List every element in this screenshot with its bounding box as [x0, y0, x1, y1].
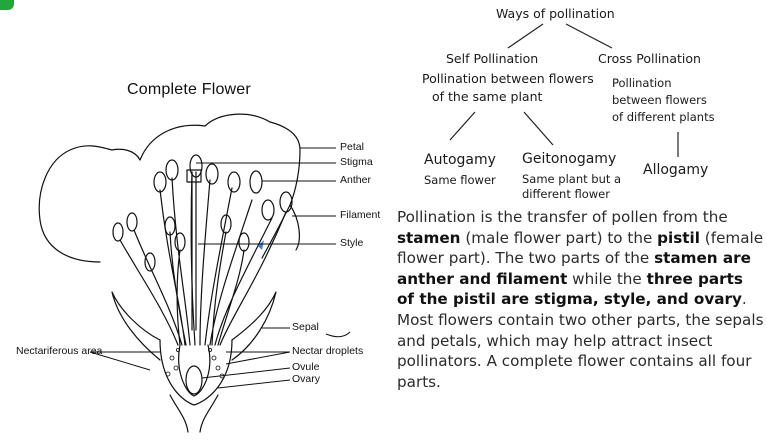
cross-pollination-desc-line1: Pollination — [612, 76, 672, 90]
self-pollination-desc-line1: Pollination between flowers — [422, 71, 594, 86]
geitonogamy-desc-line1: Same plant but a — [522, 172, 621, 186]
paragraph-bold-stamen: stamen — [397, 229, 461, 247]
geitonogamy-title: Geitonogamy — [522, 151, 616, 167]
allogamy-title: Allogamy — [643, 162, 708, 178]
autogamy-title: Autogamy — [424, 152, 496, 168]
self-pollination-title: Self Pollination — [446, 51, 538, 66]
pollination-paragraph: Pollination is the transfer of pollen fr… — [397, 207, 765, 392]
tree-root: Ways of pollination — [496, 6, 615, 21]
geitonogamy-desc-line2: different flower — [522, 187, 610, 201]
self-pollination-desc-line2: of the same plant — [432, 89, 542, 104]
paragraph-bold-pistil: pistil — [657, 229, 700, 247]
cross-pollination-desc-line2: between flowers — [612, 93, 707, 107]
autogamy-desc: Same flower — [424, 173, 496, 187]
paragraph-text-1: Pollination is the transfer of pollen fr… — [397, 208, 728, 226]
cross-pollination-title: Cross Pollination — [598, 51, 701, 66]
cross-pollination-desc-line3: of different plants — [612, 110, 715, 124]
paragraph-text-4: while the — [567, 270, 646, 288]
paragraph-text-2: (male flower part) to the — [461, 229, 658, 247]
